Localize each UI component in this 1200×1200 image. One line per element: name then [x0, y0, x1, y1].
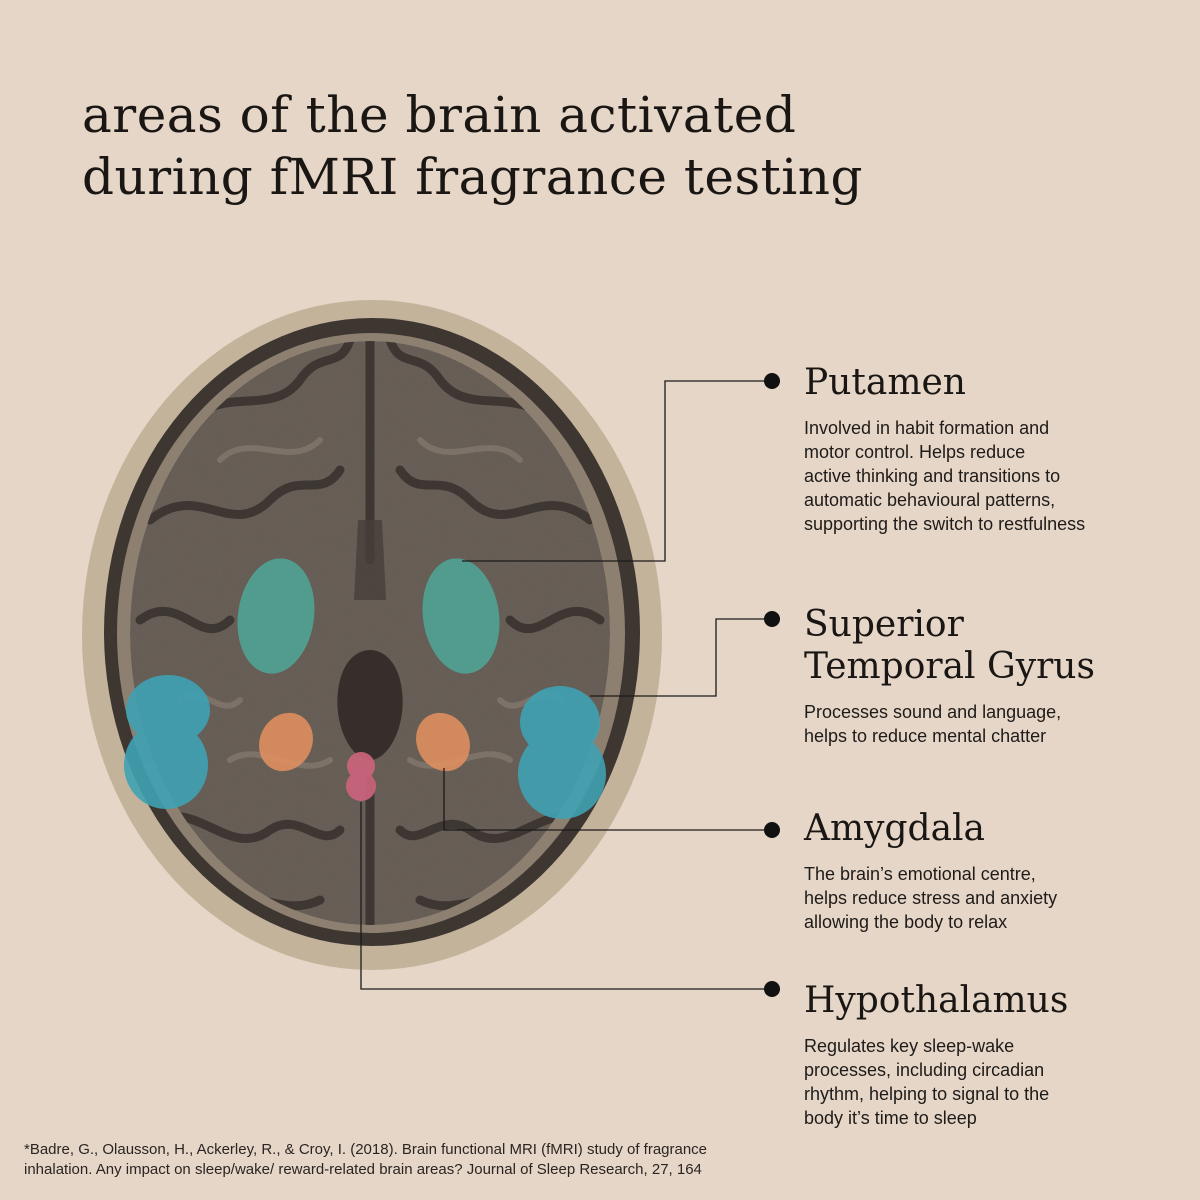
description-line: helps to reduce mental chatter	[804, 726, 1047, 746]
description-line: allowing the body to relax	[804, 912, 1008, 932]
description-line: Processes sound and language,	[804, 702, 1062, 722]
hypothalamus-marker-dot	[764, 981, 780, 997]
region-name: Putamen	[804, 362, 1184, 404]
description-line: motor control. Helps reduce	[804, 442, 1026, 462]
amygdala-description: The brain’s emotional centre, helps redu…	[804, 862, 1184, 934]
description-line: active thinking and transitions to	[804, 466, 1061, 486]
superior-temporal-gyrus-marker-dot	[764, 611, 780, 627]
description-line: supporting the switch to restfulness	[804, 514, 1086, 534]
description-line: Involved in habit formation and	[804, 418, 1050, 438]
citation-line-1: *Badre, G., Olausson, H., Ackerley, R., …	[24, 1141, 708, 1158]
amygdala-callout: Amygdala The brain’s emotional centre, h…	[804, 808, 1184, 934]
description-line: The brain’s emotional centre,	[804, 864, 1036, 884]
description-line: rhythm, helping to signal to the	[804, 1084, 1050, 1104]
amygdala-marker-dot	[764, 822, 780, 838]
brain-tissue	[130, 341, 610, 925]
superior-temporal-gyrus-name-line-2: Temporal Gyrus	[804, 646, 1095, 687]
putamen-callout: Putamen Involved in habit formation and …	[804, 362, 1184, 536]
amygdala-right-region	[416, 712, 470, 772]
putamen-name: Putamen	[804, 362, 966, 403]
title-line-1: areas of the brain activated	[82, 86, 797, 144]
superior-temporal-gyrus-left-region	[124, 675, 210, 809]
amygdala-left-region	[259, 712, 313, 772]
superior-temporal-gyrus-description: Processes sound and language, helps to r…	[804, 700, 1184, 748]
citation: *Badre, G., Olausson, H., Ackerley, R., …	[24, 1140, 824, 1180]
description-line: processes, including circadian	[804, 1060, 1045, 1080]
putamen-marker-dot	[764, 373, 780, 389]
description-line: helps reduce stress and anxiety	[804, 888, 1058, 908]
citation-line-2: inhalation. Any impact on sleep/wake/ re…	[24, 1161, 702, 1178]
superior-temporal-gyrus-leader-line	[590, 618, 772, 697]
page-title: areas of the brain activated during fMRI…	[82, 84, 1082, 208]
region-name: Superior Temporal Gyrus	[804, 604, 1184, 688]
hypothalamus-description: Regulates key sleep-wake processes, incl…	[804, 1034, 1184, 1130]
superior-temporal-gyrus-right-region	[518, 686, 606, 819]
superior-temporal-gyrus-callout: Superior Temporal Gyrus Processes sound …	[804, 604, 1184, 748]
amygdala-leader-line	[443, 768, 772, 831]
putamen-left-region	[237, 558, 315, 674]
description-line: Regulates key sleep-wake	[804, 1036, 1015, 1056]
title-line-2: during fMRI fragrance testing	[82, 148, 863, 206]
hypothalamus-leader-line	[360, 802, 772, 990]
hypothalamus-callout: Hypothalamus Regulates key sleep-wake pr…	[804, 980, 1184, 1130]
superior-temporal-gyrus-name-line-1: Superior	[804, 604, 964, 645]
putamen-right-region	[422, 558, 500, 674]
description-line: automatic behavioural patterns,	[804, 490, 1056, 510]
hypothalamus-region	[346, 752, 376, 801]
region-name: Hypothalamus	[804, 980, 1184, 1022]
hypothalamus-name: Hypothalamus	[804, 980, 1069, 1021]
amygdala-name: Amygdala	[804, 808, 986, 849]
putamen-leader-line	[462, 380, 772, 562]
region-name: Amygdala	[804, 808, 1184, 850]
description-line: body it’s time to sleep	[804, 1108, 977, 1128]
putamen-description: Involved in habit formation and motor co…	[804, 416, 1184, 536]
